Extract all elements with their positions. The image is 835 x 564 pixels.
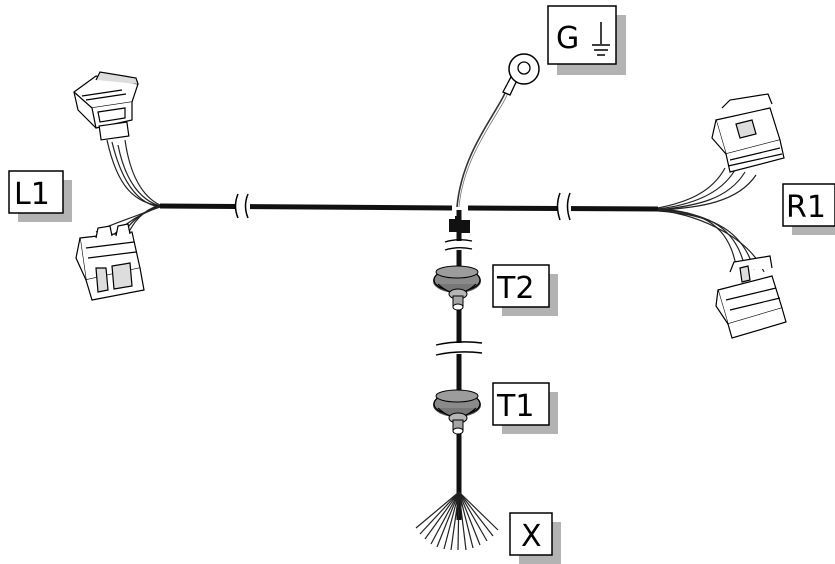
ring-terminal [502, 53, 540, 96]
junction-splice [449, 216, 470, 233]
right-connector-top [711, 93, 785, 173]
right-connector-bottom [715, 255, 787, 339]
label-t2: T2 [492, 264, 558, 316]
label-t1-text: T1 [496, 389, 534, 424]
cable-break-mark-left [234, 193, 250, 219]
right-breakout-wires [657, 167, 765, 273]
ground-symbol-icon [592, 22, 610, 56]
label-l1: L1 [8, 170, 72, 222]
label-r1: R1 [782, 183, 835, 235]
label-r1-text: R1 [786, 190, 826, 225]
main-trunk-left [159, 203, 453, 211]
left-connector-top [73, 71, 139, 141]
grommet-t1 [433, 389, 481, 435]
label-l1-text: L1 [14, 177, 50, 212]
vertical-break-mark-middle [435, 341, 483, 356]
label-g: G [547, 5, 626, 75]
ground-wire [456, 87, 510, 208]
label-x-text: X [521, 519, 542, 554]
vertical-break-mark-top [444, 239, 473, 251]
label-t2-text: T2 [496, 271, 534, 306]
grommet-t2 [433, 265, 481, 311]
label-t1: T1 [492, 382, 558, 434]
left-connector-bottom [75, 223, 145, 301]
cable-break-mark-right [556, 192, 571, 221]
label-g-text: G [556, 21, 579, 56]
wire-fanout-x [415, 491, 499, 551]
label-x: X [509, 512, 561, 564]
